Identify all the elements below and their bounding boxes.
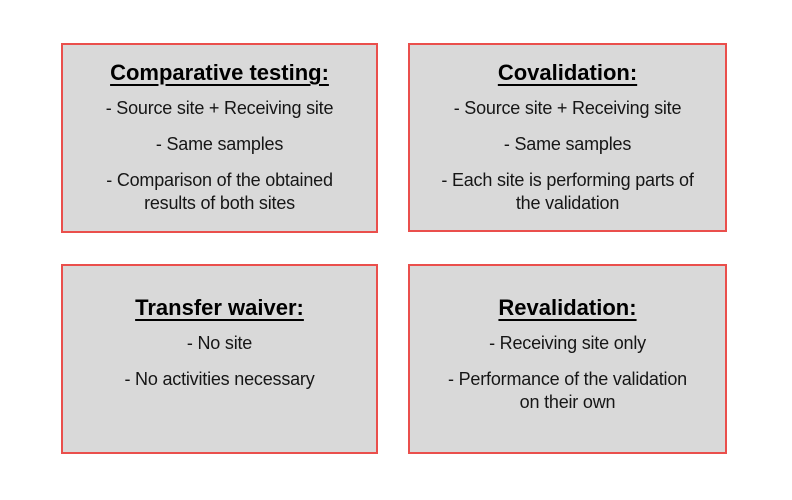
card-bullet: - Source site + Receiving site (105, 98, 334, 118)
card-bullet: - Same samples (503, 134, 632, 154)
card-title-text: Comparative testing: (110, 60, 329, 85)
card-title-comparative-testing: Comparative testing: (63, 60, 376, 86)
card-comparative-testing: Comparative testing: - Source site + Rec… (61, 43, 378, 233)
card-title-covalidation: Covalidation: (410, 60, 725, 86)
card-revalidation: Revalidation: - Receiving site only - Pe… (408, 264, 727, 454)
card-bullet: - Source site + Receiving site (453, 98, 682, 118)
card-title-transfer-waiver: Transfer waiver: (63, 295, 376, 321)
card-title-text: Transfer waiver: (135, 295, 304, 320)
card-title-text: Covalidation: (497, 60, 638, 85)
card-bullet: - Receiving site only (489, 333, 646, 353)
card-bullet: - Performance of the validation on their… (448, 369, 687, 412)
card-bullet: - Comparison of the obtained results of … (106, 170, 333, 213)
card-bullet: - No activities necessary (124, 369, 315, 389)
card-bullet: - No site (186, 333, 253, 353)
card-bullet: - Each site is performing parts of the v… (441, 170, 694, 213)
card-bullet: - Same samples (155, 134, 284, 154)
card-title-revalidation: Revalidation: (410, 295, 725, 321)
card-covalidation: Covalidation: - Source site + Receiving … (408, 43, 727, 232)
card-transfer-waiver: Transfer waiver: - No site - No activiti… (61, 264, 378, 454)
card-title-text: Revalidation: (498, 295, 637, 320)
